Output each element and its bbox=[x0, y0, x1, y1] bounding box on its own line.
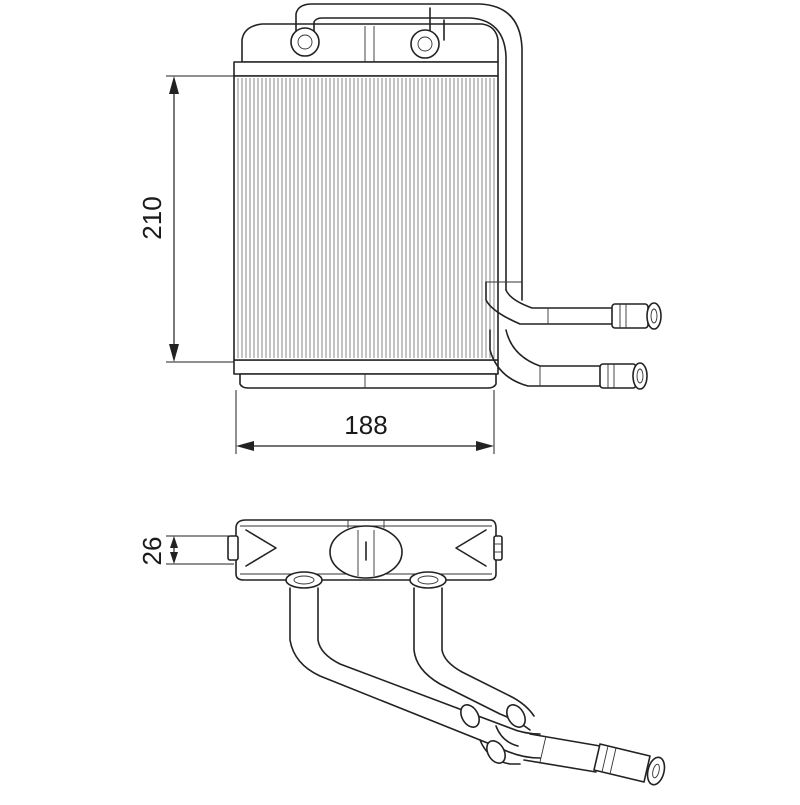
bottom-header-plate bbox=[233, 359, 499, 375]
top-header-plate bbox=[233, 61, 499, 77]
pipe-end-fitting-upper bbox=[611, 302, 662, 330]
core-fins bbox=[237, 78, 495, 358]
height-dimension-label: 210 bbox=[137, 196, 167, 239]
depth-dimension: 26 bbox=[137, 535, 234, 566]
bottom-tank bbox=[239, 373, 497, 389]
width-dimension-label: 188 bbox=[344, 410, 387, 440]
depth-dimension-label: 26 bbox=[137, 537, 167, 566]
outlet-pipe-lower bbox=[489, 329, 631, 387]
height-dimension: 210 bbox=[137, 75, 234, 363]
plan-view: 26 bbox=[137, 519, 666, 786]
outlet-pipe-upper bbox=[485, 281, 641, 325]
top-inlet-loop bbox=[295, 3, 523, 301]
width-dimension: 188 bbox=[235, 390, 495, 454]
plan-pipe-left bbox=[289, 587, 541, 759]
front-view: 210 188 bbox=[137, 3, 662, 454]
pipe-end-fitting-lower bbox=[599, 362, 648, 390]
top-tank bbox=[241, 23, 499, 63]
plan-pipe-end-fitting bbox=[593, 743, 666, 786]
